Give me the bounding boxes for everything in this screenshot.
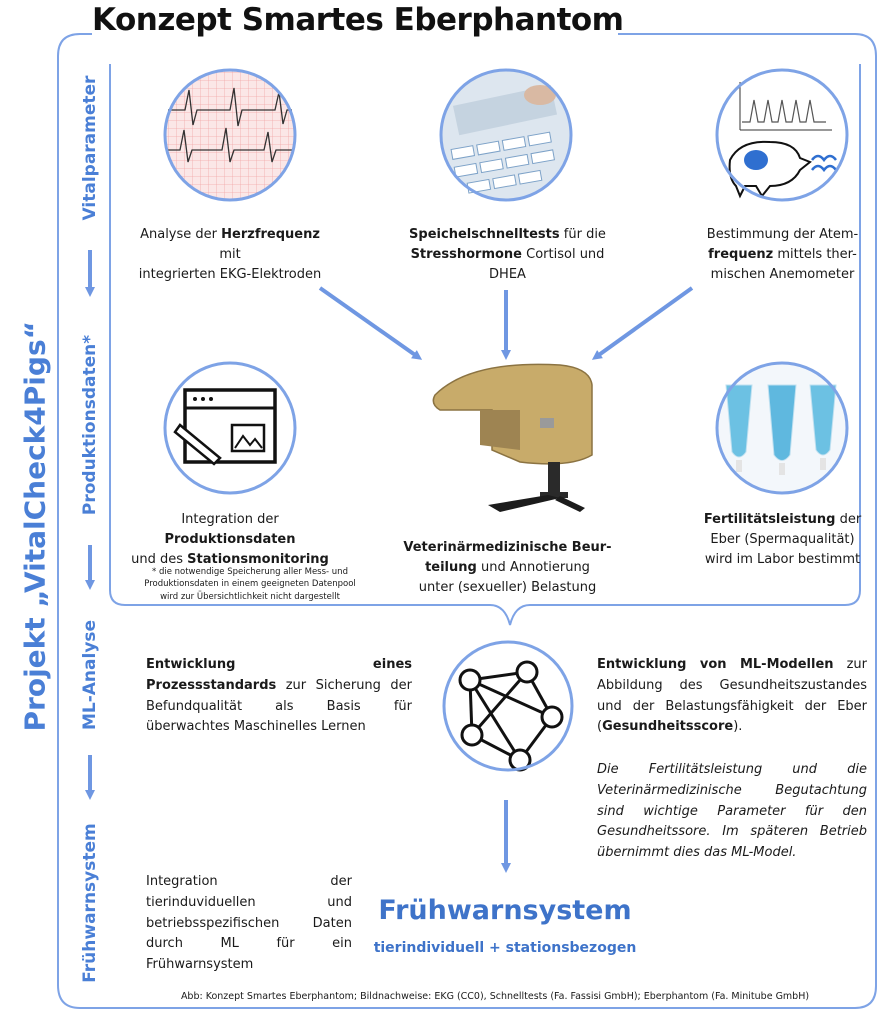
text-veterinaer: Veterinärmedizinische Beur- teilung und …: [403, 540, 612, 596]
text-speichel: Speichelschnelltests für die Stresshormo…: [409, 227, 606, 283]
produktion-image: [163, 361, 297, 495]
text-atemfrequenz: Bestimmung der Atem- frequenz mittels th…: [706, 227, 859, 283]
outer-frame: [57, 33, 877, 1009]
atem-image: [715, 68, 849, 202]
stage-ml-analyse: ML-Analyse: [80, 619, 100, 731]
page-title: Konzept Smartes Eberphantom: [92, 2, 624, 38]
fruehwarnsystem-subtitle: tierindividuell + stationsbezogen: [373, 940, 637, 956]
fruehwarnsystem-title: Frühwarnsystem: [378, 895, 632, 926]
text-gesundheitsscore-note: Die Fertilitätsleistung und die Veterinä…: [597, 762, 867, 861]
upper-brace: [109, 64, 861, 626]
project-label: Projekt „VitalCheck4Pigs“: [18, 320, 52, 732]
arrow-atem-to-phantom: [591, 286, 694, 360]
text-herzfrequenz: Analyse der Herzfrequenz mit integrierte…: [138, 227, 322, 283]
ekg-image: [163, 68, 297, 202]
text-produktionsdaten: Integration der Produktionsdaten und des…: [131, 512, 329, 568]
footnote-datenpool: * die notwendige Speicherung aller Mess-…: [144, 567, 356, 602]
arrow-ekg-to-phantom: [318, 286, 423, 360]
image-caption: Abb: Konzept Smartes Eberphantom; Bildna…: [180, 991, 810, 1002]
text-ml-modelle: Entwicklung von ML-Modellen zur Abbildun…: [597, 657, 867, 735]
ml-network-image: [442, 640, 574, 772]
text-prozessstandard: Entwicklung eines Prozessstandards zur S…: [146, 657, 412, 735]
text-fruehwarn-integration: Integration der tierinduviduellen und be…: [146, 874, 352, 973]
phantom-image: [432, 363, 593, 512]
stage-produktionsdaten: Produktionsdaten*: [80, 334, 100, 516]
text-fertilitaet: Fertilitätsleistung der Eber (Spermaqual…: [703, 512, 862, 568]
stage-fruehwarnsystem: Frühwarnsystem: [80, 823, 100, 983]
fertilitaet-image: [715, 361, 849, 495]
stage-vitalparameter: Vitalparameter: [80, 75, 100, 221]
speichel-image: [439, 68, 573, 202]
